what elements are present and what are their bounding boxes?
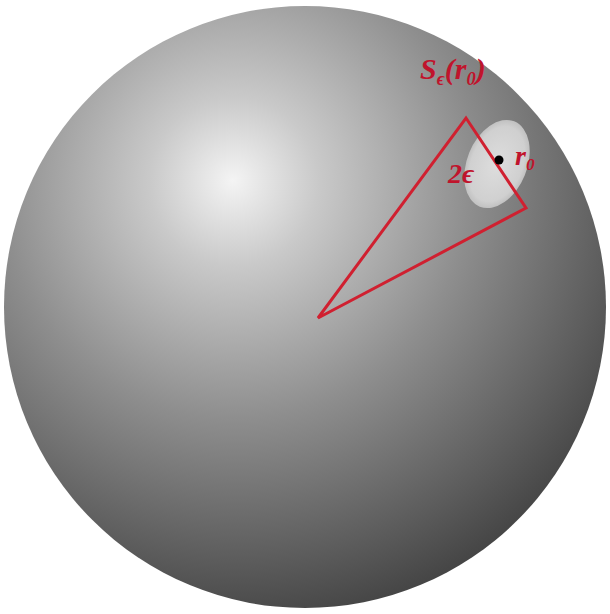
math-glyph: ) <box>476 52 486 85</box>
math-glyph: r <box>455 52 467 85</box>
math-glyph: 2 <box>448 158 462 189</box>
math-glyph: 0 <box>526 155 535 174</box>
math-label: Sϵ(r0) <box>420 52 486 89</box>
sphere <box>4 6 606 608</box>
surface-patch <box>452 110 542 218</box>
math-glyph: 0 <box>466 68 475 89</box>
point-dot <box>495 156 504 165</box>
math-glyph: S <box>420 52 437 85</box>
math-glyph: r <box>515 140 526 171</box>
cone-triangle <box>318 118 526 318</box>
math-label: r0 <box>515 140 535 175</box>
math-label: 2ϵ <box>448 158 474 190</box>
math-glyph: ( <box>445 52 455 85</box>
math-glyph: ϵ <box>437 68 445 89</box>
math-glyph: ϵ <box>462 158 474 189</box>
